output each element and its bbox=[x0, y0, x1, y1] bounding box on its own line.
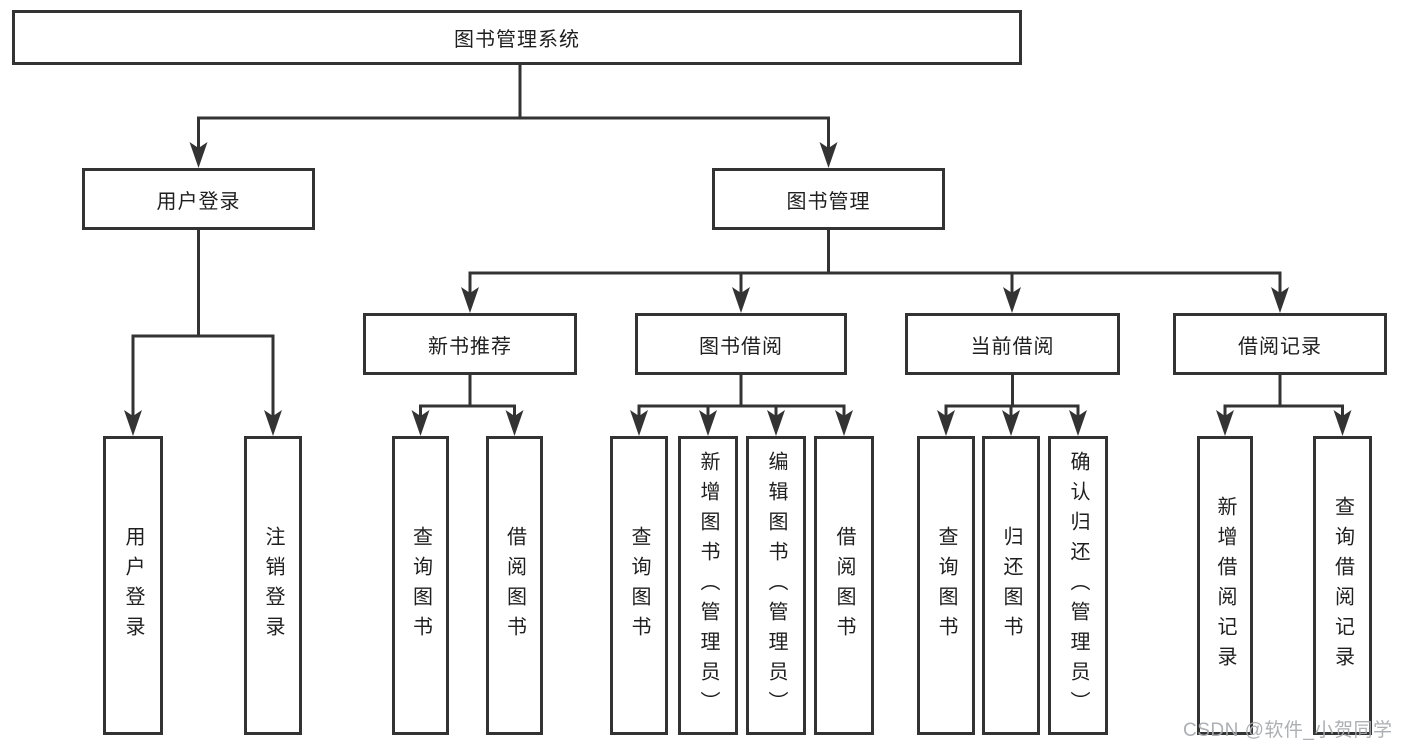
arrowhead-icon bbox=[461, 287, 479, 313]
connector-new-book-group bbox=[419, 373, 516, 423]
connector-book-borrow-group bbox=[637, 373, 846, 423]
connector-borrow-record-group bbox=[1223, 373, 1344, 423]
arrowhead-icon bbox=[411, 410, 430, 436]
arrowhead-icon bbox=[1333, 410, 1352, 436]
arrowhead-icon bbox=[505, 410, 524, 436]
connector-user-login-group bbox=[131, 228, 275, 423]
leaf-label: 确认归还（管理员） bbox=[1067, 450, 1089, 721]
arrowhead-icon bbox=[767, 410, 785, 436]
leaf-label: 查询图书 bbox=[628, 525, 650, 646]
node-library-management-system: 图书管理系统 bbox=[12, 10, 1022, 65]
leaf-borrow-books: 借阅图书 bbox=[814, 436, 874, 735]
arrowhead-icon bbox=[189, 142, 208, 168]
leaf-label: 用户登录 bbox=[122, 525, 144, 646]
connector-root-to-level2 bbox=[197, 63, 830, 150]
leaf-label: 新增借阅记录 bbox=[1214, 495, 1236, 676]
leaf-label: 编辑图书（管理员） bbox=[765, 450, 787, 721]
leaf-label: 查询图书 bbox=[409, 525, 432, 646]
node-current-borrow: 当前借阅 bbox=[905, 313, 1120, 375]
leaf-query-borrow-record: 查询借阅记录 bbox=[1313, 436, 1372, 735]
leaf-edit-books-admin: 编辑图书（管理员） bbox=[746, 436, 806, 735]
arrowhead-icon bbox=[264, 410, 282, 436]
leaf-label: 查询借阅记录 bbox=[1331, 495, 1354, 676]
arrowhead-icon bbox=[1002, 410, 1020, 436]
arrowhead-icon bbox=[835, 410, 853, 436]
arrowhead-icon bbox=[819, 142, 838, 168]
leaf-add-books-admin: 新增图书（管理员） bbox=[678, 436, 738, 735]
node-user-login: 用户登录 bbox=[82, 168, 315, 230]
arrowhead-icon bbox=[1271, 287, 1289, 313]
leaf-label: 新增图书（管理员） bbox=[697, 450, 719, 721]
csdn-watermark: CSDN @软件_小贺同学 bbox=[1183, 720, 1393, 741]
node-book-management: 图书管理 bbox=[712, 168, 945, 230]
leaf-logout: 注销登录 bbox=[244, 436, 302, 735]
leaf-query-books-recommend: 查询图书 bbox=[392, 436, 449, 735]
arrowhead-icon bbox=[699, 410, 717, 436]
leaf-label: 归还图书 bbox=[1000, 525, 1022, 646]
leaf-query-books-borrow: 查询图书 bbox=[610, 436, 668, 735]
arrowhead-icon bbox=[1216, 410, 1234, 436]
connector-book-management-group bbox=[468, 228, 1282, 297]
node-new-book-recommend: 新书推荐 bbox=[363, 313, 577, 375]
leaf-label: 借阅图书 bbox=[503, 525, 526, 646]
leaf-user-login: 用户登录 bbox=[103, 436, 163, 735]
node-borrow-record: 借阅记录 bbox=[1173, 313, 1387, 375]
arrowhead-icon bbox=[630, 410, 648, 436]
arrowhead-icon bbox=[1003, 287, 1021, 313]
leaf-add-borrow-record: 新增借阅记录 bbox=[1197, 436, 1253, 735]
leaf-borrow-books-recommend: 借阅图书 bbox=[486, 436, 543, 735]
leaf-return-books: 归还图书 bbox=[982, 436, 1040, 735]
arrowhead-icon bbox=[732, 287, 750, 313]
arrowhead-icon bbox=[1069, 410, 1087, 436]
leaf-query-books-current: 查询图书 bbox=[917, 436, 975, 735]
connector-current-borrow-group bbox=[944, 373, 1080, 423]
arrowhead-icon bbox=[937, 410, 955, 436]
arrowhead-icon bbox=[124, 410, 142, 436]
leaf-label: 注销登录 bbox=[262, 525, 284, 646]
leaf-confirm-return-admin: 确认归还（管理员） bbox=[1048, 436, 1108, 735]
leaf-label: 借阅图书 bbox=[833, 525, 855, 646]
node-book-borrow: 图书借阅 bbox=[635, 313, 847, 375]
leaf-label: 查询图书 bbox=[935, 525, 957, 646]
